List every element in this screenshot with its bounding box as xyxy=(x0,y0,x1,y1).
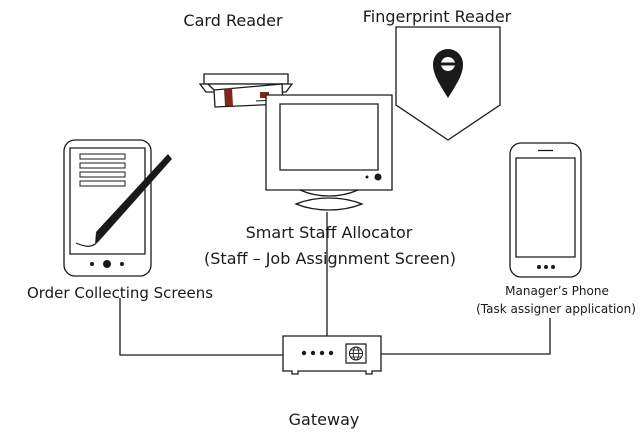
globe-icon xyxy=(346,344,366,363)
allocator-subtitle-label: (Staff – Job Assignment Screen) xyxy=(204,249,456,268)
location-pin-icon xyxy=(433,49,463,98)
fingerprint-reader-label: Fingerprint Reader xyxy=(362,7,512,26)
stylus-icon xyxy=(76,154,172,246)
link-gateway-phone xyxy=(381,318,550,354)
gateway-router-icon xyxy=(283,336,381,374)
monitor-icon xyxy=(266,95,392,210)
manager-app-label: (Task assigner application) xyxy=(476,302,636,316)
gateway-label: Gateway xyxy=(288,410,360,429)
order-screens-label: Order Collecting Screens xyxy=(26,284,214,302)
phone-icon xyxy=(510,143,581,277)
connection-lines xyxy=(120,212,550,355)
link-tablet-gateway xyxy=(120,298,283,355)
card-reader-label: Card Reader xyxy=(183,11,283,30)
allocator-title-label: Smart Staff Allocator xyxy=(245,223,413,242)
tablet-icon xyxy=(64,140,172,276)
manager-phone-label: Manager’s Phone xyxy=(505,284,609,298)
fingerprint-reader-icon xyxy=(396,27,500,140)
